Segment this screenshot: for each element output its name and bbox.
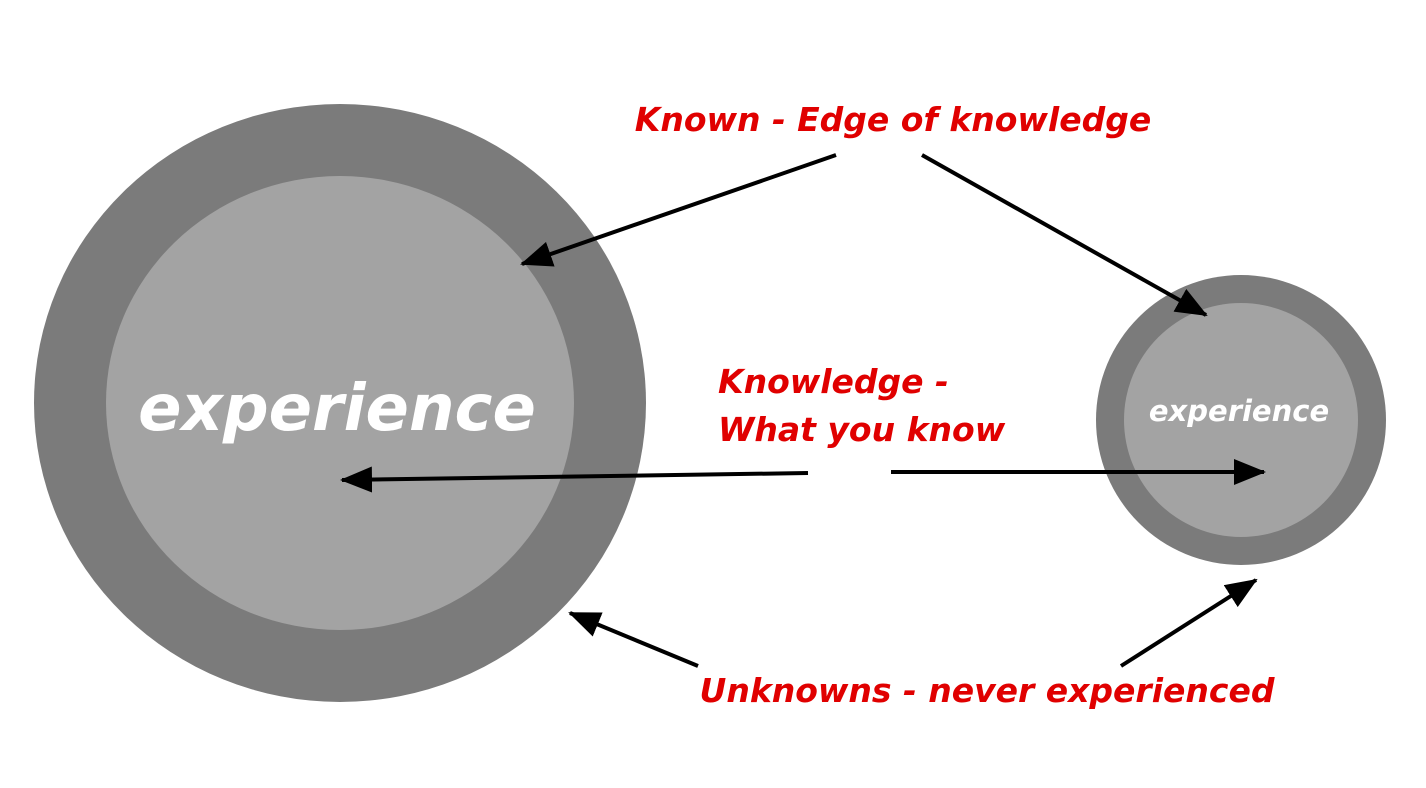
known-edge-label: Known - Edge of knowledge bbox=[635, 100, 1151, 139]
large-experience-circle: experience bbox=[34, 104, 646, 702]
arrow-knowledge-to-large-disc bbox=[340, 466, 809, 493]
small-inner-disc bbox=[1124, 303, 1358, 537]
arrow-known-to-small-ring bbox=[921, 153, 1208, 317]
arrow-unknowns-to-large-outside bbox=[568, 611, 699, 668]
arrows bbox=[340, 153, 1266, 668]
knowledge-label-line2: What you know bbox=[718, 410, 1006, 449]
knowledge-label-line1: Knowledge - bbox=[718, 362, 949, 401]
unknowns-label: Unknowns - never experienced bbox=[700, 671, 1275, 710]
arrow-known-to-large-ring bbox=[520, 153, 837, 267]
arrow-unknowns-to-small-outside bbox=[1119, 578, 1258, 668]
small-experience-label: experience bbox=[1149, 394, 1329, 428]
small-experience-circle: experience bbox=[1096, 275, 1386, 565]
large-experience-label: experience bbox=[138, 372, 536, 446]
large-inner-disc bbox=[106, 176, 574, 630]
